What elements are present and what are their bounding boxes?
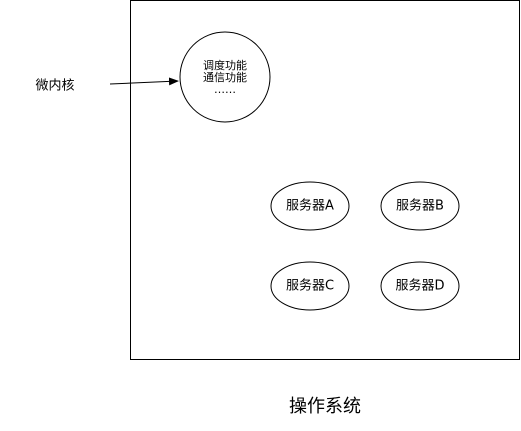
server-d-node: 服务器D xyxy=(380,261,460,311)
microkernel-circle xyxy=(179,31,271,123)
server-a-node: 服务器A xyxy=(270,181,350,231)
server-d-ellipse xyxy=(380,261,460,311)
diagram-caption: 操作系统 xyxy=(289,396,361,417)
microkernel-line-2: 通信功能 xyxy=(203,70,247,84)
microkernel-line-1: 调度功能 xyxy=(203,58,247,72)
server-c-label: 服务器C xyxy=(286,278,334,294)
server-b-node: 服务器B xyxy=(380,181,460,231)
server-b-ellipse xyxy=(380,181,460,231)
server-c-node: 服务器C xyxy=(270,261,350,311)
server-a-ellipse xyxy=(270,181,350,231)
server-c-ellipse xyxy=(270,261,350,311)
server-a-label: 服务器A xyxy=(286,198,334,214)
server-d-label: 服务器D xyxy=(395,278,444,294)
server-b-label: 服务器B xyxy=(396,198,444,214)
microkernel-node: 调度功能 通信功能 …… xyxy=(179,31,271,123)
microkernel-line-3: …… xyxy=(214,83,236,96)
microkernel-label: 微内核 xyxy=(35,78,74,94)
microkernel-arrow xyxy=(109,77,179,86)
